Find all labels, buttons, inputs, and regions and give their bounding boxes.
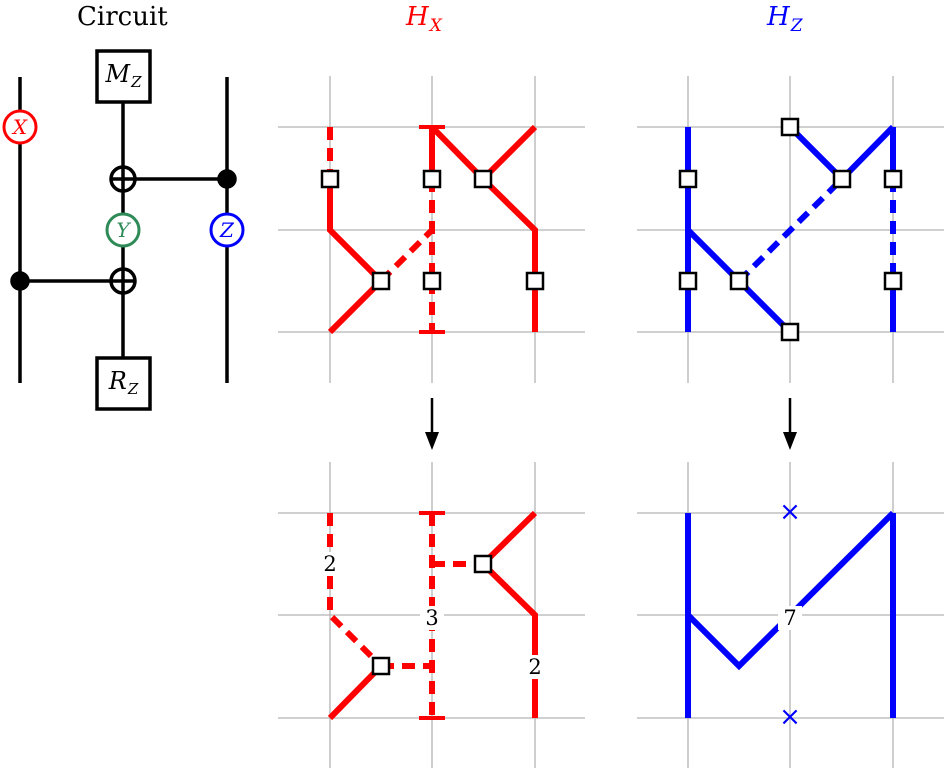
cnot-target-top [109, 165, 137, 193]
z-gate-circle [209, 212, 245, 248]
hz-title: HZ [767, 2, 803, 36]
square-node [780, 117, 800, 137]
square-node [883, 169, 903, 189]
square-node [371, 656, 391, 676]
control-dot-left [10, 271, 30, 291]
square-node [371, 271, 391, 291]
hz-cross-bottom: × [779, 702, 801, 732]
control-dot-right [217, 169, 237, 189]
measure-box [95, 49, 152, 104]
square-node [832, 169, 852, 189]
square-node [422, 169, 442, 189]
square-node [422, 271, 442, 291]
hx-count-left: 2 [318, 552, 342, 576]
hx-count-middle: 3 [420, 606, 444, 630]
hx-edge [327, 179, 384, 284]
reset-box [95, 356, 152, 411]
x-gate-circle [2, 109, 38, 145]
x-gate-label: X [12, 115, 28, 139]
reset-label: RZ [108, 367, 139, 398]
square-node [780, 322, 800, 342]
hz-title-main: H [767, 2, 790, 32]
square-node [678, 271, 698, 291]
y-gate-label: Y [116, 218, 130, 242]
hx-edge [480, 176, 538, 332]
hx-title-main: H [406, 2, 429, 32]
square-node [473, 169, 493, 189]
hx-bottom-nodes [371, 554, 493, 676]
hx-edge [480, 561, 538, 718]
square-node [883, 271, 903, 291]
hx-top-nodes [320, 169, 545, 291]
y-gate-circle [105, 212, 141, 248]
hx-edge-dashed [327, 513, 384, 669]
hz-edge-dashed [736, 176, 845, 284]
hz-cross-top: × [779, 497, 801, 527]
hx-bottom-graph [327, 510, 538, 721]
hx-count-right: 2 [523, 655, 547, 679]
arrow-hx [425, 398, 439, 450]
hz-title-sub: Z [790, 16, 803, 36]
circuit-title: Circuit [77, 2, 168, 32]
square-node [473, 554, 493, 574]
z-gate-label: Z [220, 218, 234, 242]
measure-label: MZ [105, 60, 142, 91]
hx-title-sub: X [429, 16, 442, 36]
arrow-hz [783, 398, 797, 450]
square-node [320, 169, 340, 189]
square-node [525, 271, 545, 291]
circuit [2, 49, 245, 411]
hz-count-middle: 7 [778, 606, 802, 630]
hz-edge [685, 510, 896, 671]
hx-title: HX [406, 2, 442, 36]
hz-bottom-graph [685, 510, 896, 718]
square-node [729, 271, 749, 291]
square-node [678, 169, 698, 189]
cnot-target-bottom [109, 267, 137, 295]
hz-top-nodes [678, 117, 903, 342]
